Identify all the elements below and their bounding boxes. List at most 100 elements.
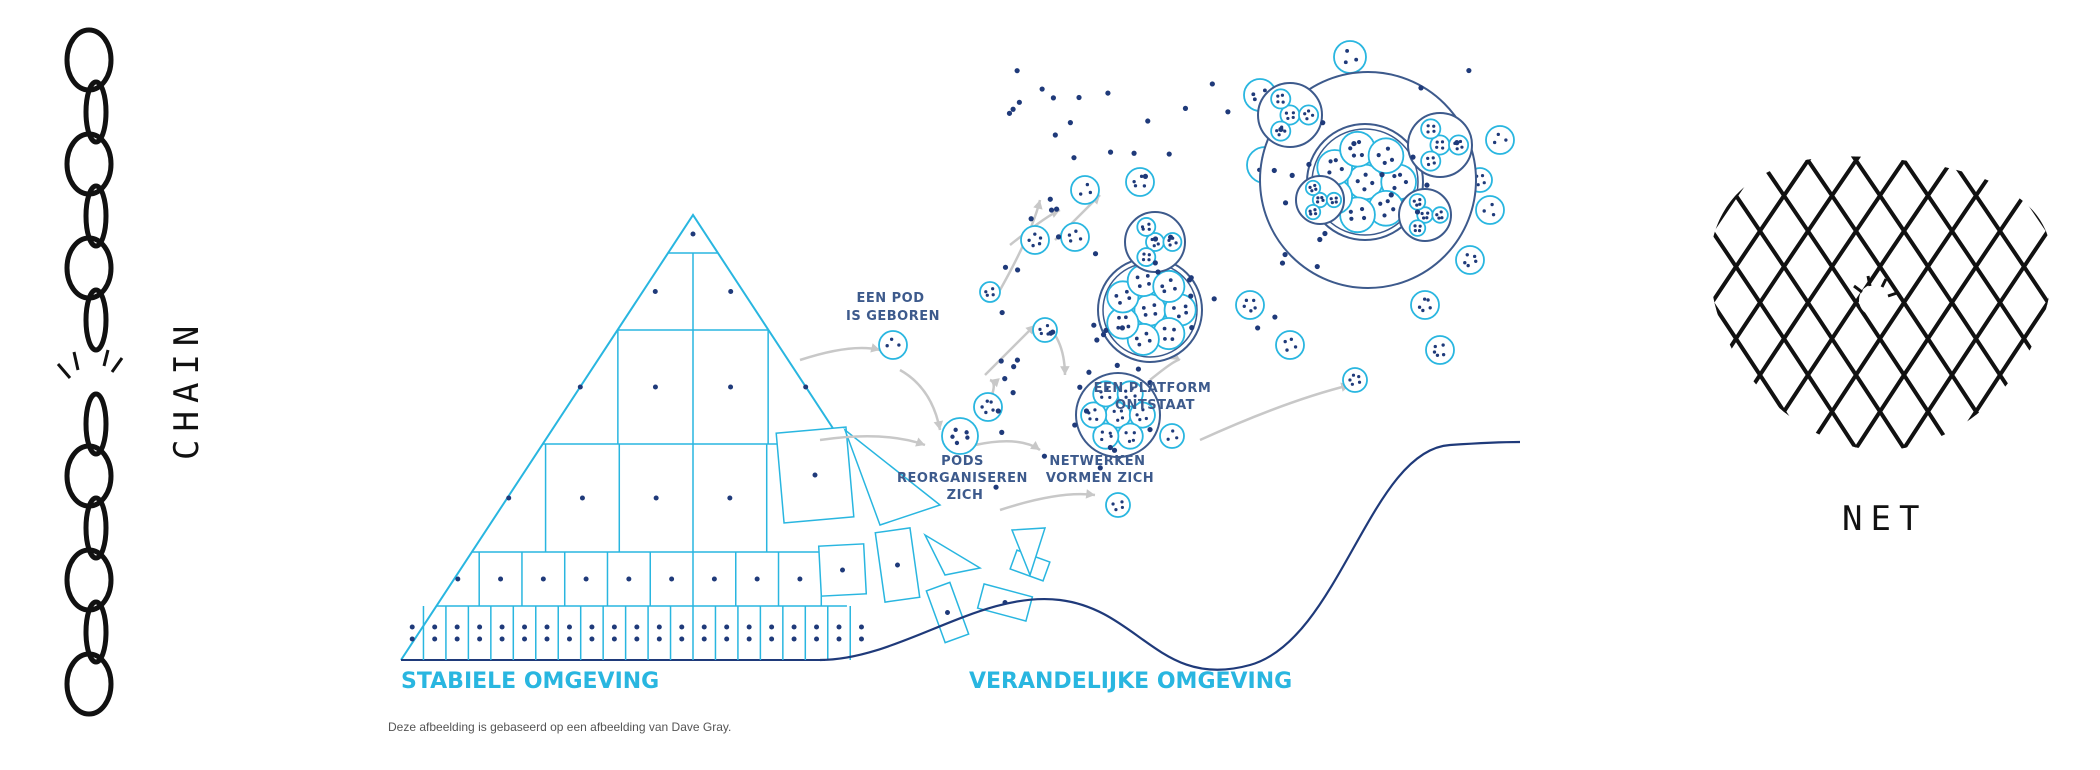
- pod-dot: [1329, 197, 1333, 201]
- cell-dot: [454, 624, 460, 630]
- pod: [1448, 134, 1470, 156]
- cell-dot: [432, 624, 438, 630]
- cell-dot: [611, 624, 617, 630]
- net-strand: [1458, 140, 1678, 470]
- pod-dot: [1281, 100, 1285, 104]
- free-dot: [1107, 444, 1113, 451]
- pod: [941, 417, 979, 455]
- pod-dot: [1124, 395, 1128, 399]
- pod-dot: [1175, 436, 1179, 440]
- arrow-head: [915, 437, 925, 447]
- free-dot: [1107, 149, 1114, 155]
- pod-dot: [897, 343, 901, 347]
- cell-dot: [506, 495, 512, 501]
- pod-dot: [1343, 60, 1348, 65]
- pod-dot: [953, 427, 958, 432]
- pod-dot: [1132, 179, 1136, 184]
- free-dot: [1152, 260, 1158, 266]
- chain-link: [83, 287, 109, 353]
- free-dot: [1279, 260, 1286, 266]
- pod-dot: [1382, 160, 1387, 165]
- pod: [1136, 217, 1157, 237]
- cell-dot: [499, 636, 505, 642]
- pod-dot: [1133, 394, 1137, 398]
- pod-dot: [1418, 224, 1422, 228]
- pod-dot: [1283, 129, 1287, 133]
- pod-dot: [1333, 158, 1338, 163]
- pod-dot: [1152, 303, 1157, 307]
- pod-dot: [1142, 184, 1147, 188]
- pod-dot: [1289, 337, 1294, 341]
- pod-dot: [1482, 209, 1486, 213]
- pod-dot: [1492, 140, 1497, 145]
- pod-dot: [1385, 199, 1390, 204]
- net-hole: [1859, 284, 1891, 316]
- pod-dot: [1413, 228, 1417, 233]
- cell-dot: [477, 636, 483, 642]
- pod-dot: [1114, 293, 1119, 298]
- pyramid-outline: [400, 213, 835, 661]
- pod-dot: [1244, 298, 1249, 303]
- cell-dot: [498, 576, 504, 582]
- free-dot: [1189, 325, 1195, 331]
- pod: [1485, 125, 1515, 155]
- pod-dot: [1308, 209, 1312, 213]
- cell-dot: [724, 624, 730, 630]
- pod-dot: [1100, 437, 1104, 442]
- pod-dot: [1095, 417, 1099, 421]
- pod-dot: [1463, 261, 1467, 265]
- pod-dot: [1314, 187, 1318, 191]
- pod-dot: [980, 405, 984, 409]
- label-platform-emerges: EEN PLATFORM ONTSTAAT: [1094, 381, 1217, 413]
- pod: [1455, 245, 1485, 275]
- pod-dot: [1168, 243, 1172, 247]
- pod-dot: [1355, 179, 1360, 184]
- pod-dot: [1437, 216, 1441, 220]
- pod-dot: [1458, 139, 1463, 144]
- pod-dot: [1321, 198, 1325, 202]
- cell-dot: [769, 636, 775, 642]
- free-dot: [1188, 293, 1194, 299]
- pod: [1410, 290, 1440, 320]
- pod-dot: [1171, 429, 1175, 433]
- fragment: [925, 581, 970, 644]
- free-dot: [1282, 251, 1288, 258]
- cell-dot: [611, 636, 617, 642]
- pod-dot: [1170, 337, 1175, 341]
- cell-dot: [701, 636, 707, 642]
- pod-dot: [1068, 239, 1073, 243]
- free-dot: [1119, 325, 1125, 331]
- arrow-head: [1085, 489, 1095, 499]
- pod-dot: [1435, 213, 1439, 217]
- net-strand: [2082, 140, 2100, 470]
- pod-dot: [1105, 387, 1109, 391]
- cell-dot: [652, 289, 658, 294]
- arrow: [1199, 383, 1351, 442]
- pod-dot: [1172, 327, 1176, 332]
- free-dot: [1016, 99, 1022, 105]
- fragment: [817, 543, 868, 597]
- free-dot: [1454, 140, 1460, 146]
- pod-dot: [1310, 113, 1315, 117]
- pod-dot: [1088, 190, 1093, 195]
- free-dot: [1255, 325, 1261, 331]
- free-dot: [1002, 376, 1008, 382]
- cell-dot: [652, 384, 658, 390]
- cell-dot: [769, 624, 775, 630]
- pod-dot: [1465, 253, 1469, 257]
- cell-dot: [626, 576, 632, 582]
- pod: [1420, 118, 1442, 140]
- pod-dot: [1441, 146, 1445, 150]
- pod: [878, 330, 908, 360]
- environment-wave: [819, 440, 1521, 671]
- pod-dot: [1491, 213, 1496, 217]
- free-dot: [1379, 172, 1385, 178]
- pod-dot: [1141, 258, 1146, 262]
- pods-and-networks: [878, 40, 1515, 518]
- pod-dot: [1422, 216, 1426, 220]
- pod-dot: [1435, 140, 1439, 144]
- pod: [1342, 367, 1368, 393]
- free-dot: [1091, 322, 1097, 328]
- pod-dot: [1134, 336, 1139, 341]
- free-dot: [1028, 216, 1034, 222]
